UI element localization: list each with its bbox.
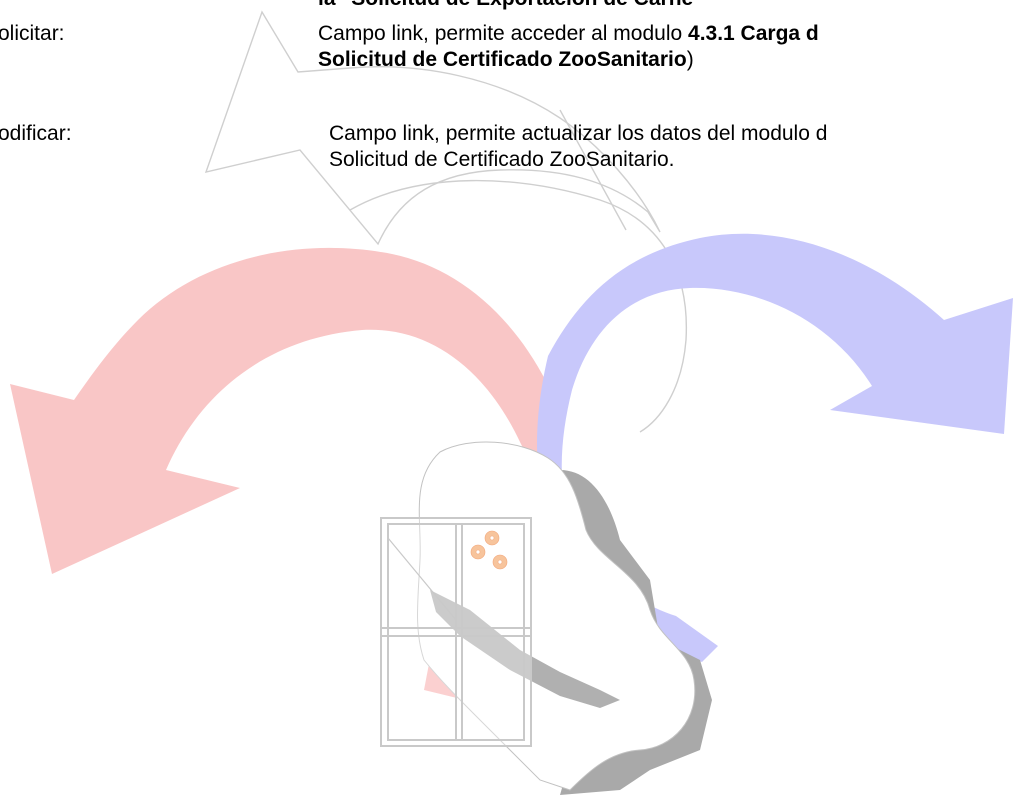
blue-curved-arrow-icon [536,233,1013,662]
window-icon [380,517,532,747]
outline-arrow-icon [204,10,688,433]
desc-text: ) [686,48,694,71]
row-description-solicitar-line2: Solicitud de Certificado ZooSanitario) [318,48,694,72]
red-curved-arrow-icon [10,247,556,575]
row-label-solicitar: olicitar: [0,22,65,45]
row-label-modificar: odificar: [0,122,72,145]
row-description-modificar-line1: Campo link, permite actualizar los datos… [329,122,828,145]
row-description-solicitar-line1: Campo link, permite acceder al modulo 4.… [318,22,819,46]
flower-icon [470,530,508,570]
module-link-text[interactable]: Solicitud de Certificado ZooSanitario [318,48,687,71]
module-link-text[interactable]: 4.3.1 Carga d [688,22,819,45]
row-description-modificar-line2: Solicitud de Certificado ZooSanitario. [329,148,675,171]
section-heading-fragment: la "Solicitud de Exportación de Carne" [318,0,703,11]
desc-text: Campo link, permite acceder al modulo [318,22,689,45]
blob-shape [417,441,712,795]
